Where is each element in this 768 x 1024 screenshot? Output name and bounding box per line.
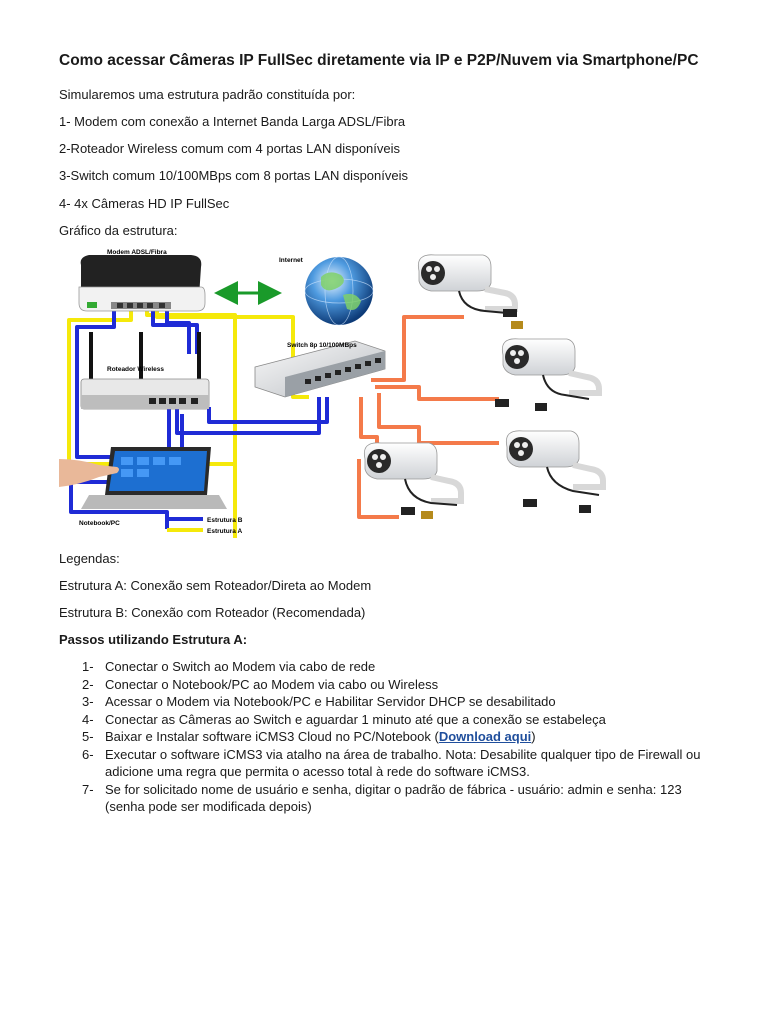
list-item: 1- Conectar o Switch ao Modem via cabo d… (59, 658, 719, 676)
modem-device: Modem ADSL/Fibra (79, 249, 205, 311)
page-title: Como acessar Câmeras IP FullSec diretame… (59, 52, 699, 70)
list-item-modem: 1- Modem com conexão a Internet Banda La… (59, 114, 405, 129)
structure-a-text: Estrutura A: Conexão sem Roteador/Direta… (59, 578, 371, 593)
list-item: 7- Se for solicitado nome de usuário e s… (59, 781, 719, 816)
list-item-router: 2-Roteador Wireless comum com 4 portas L… (59, 141, 400, 156)
list-item: 5- Baixar e Instalar software iCMS3 Clou… (59, 728, 719, 746)
router-label: Roteador Wireless (107, 366, 164, 373)
camera-cables (359, 317, 499, 517)
list-item-cameras: 4- 4x Câmeras HD IP FullSec (59, 196, 229, 211)
switch-label: Switch 8p 10/100MBps (287, 342, 357, 349)
diagram-legend: Estrutura B Estrutura A (167, 517, 243, 535)
legend-b-label: Estrutura B (207, 517, 243, 524)
list-item: 2- Conectar o Notebook/PC ao Modem via c… (59, 676, 719, 694)
ip-camera-2 (495, 339, 599, 411)
notebook-label: Notebook/PC (79, 520, 120, 527)
list-item-switch: 3-Switch comum 10/100MBps com 8 portas L… (59, 168, 408, 183)
list-item: 6- Executar o software iCMS3 via atalho … (59, 746, 719, 781)
ip-camera-4 (506, 431, 603, 513)
switch-device: Switch 8p 10/100MBps (255, 341, 385, 397)
legend-a-label: Estrutura A (207, 528, 242, 535)
network-diagram: Modem ADSL/Fibra Internet (59, 247, 615, 540)
steps-list: 1- Conectar o Switch ao Modem via cabo d… (59, 658, 719, 816)
structure-b-text: Estrutura B: Conexão com Roteador (Recom… (59, 605, 365, 620)
steps-heading: Passos utilizando Estrutura A: (59, 632, 247, 647)
list-item: 3- Acessar o Modem via Notebook/PC e Hab… (59, 693, 719, 711)
intro-text: Simularemos uma estrutura padrão constit… (59, 87, 355, 102)
internet-label: Internet (279, 257, 304, 264)
ip-camera-3 (364, 443, 461, 519)
internet-globe: Internet (279, 257, 373, 325)
download-link[interactable]: Download aqui (439, 729, 531, 744)
legend-heading: Legendas: (59, 551, 120, 566)
list-item: 4- Conectar as Câmeras ao Switch e aguar… (59, 711, 719, 729)
graph-heading: Gráfico da estrutura: (59, 223, 178, 238)
modem-label: Modem ADSL/Fibra (107, 249, 167, 256)
